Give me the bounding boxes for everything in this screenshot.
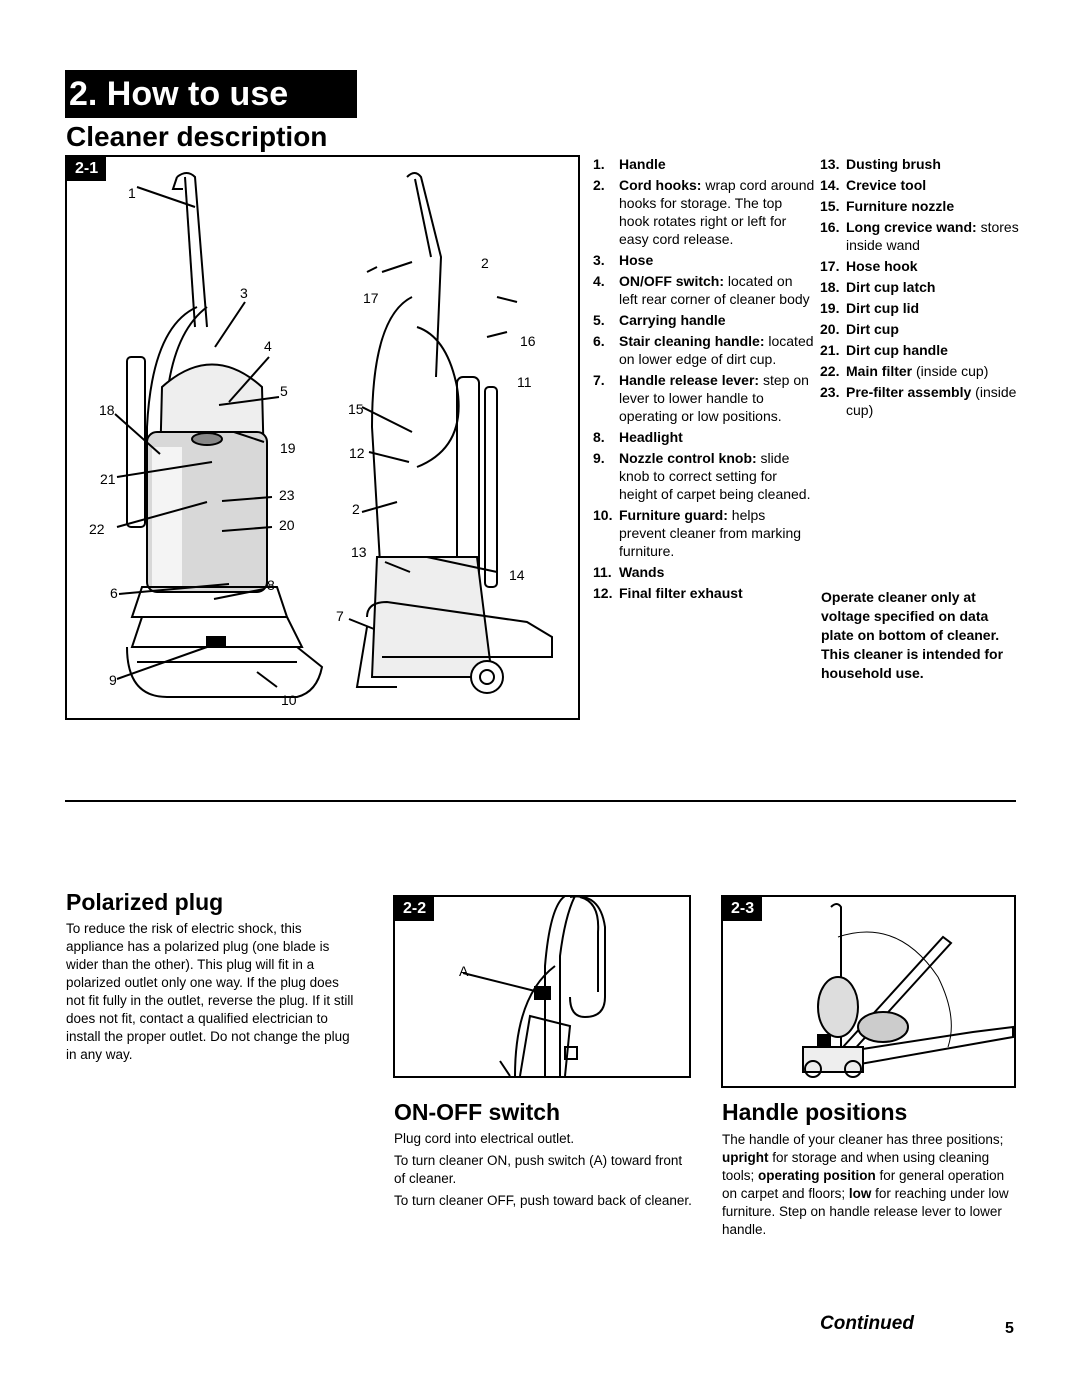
- part-item: 6.Stair cleaning handle: located on lowe…: [593, 333, 814, 367]
- callout-17: 17: [363, 290, 379, 306]
- callout-12: 12: [349, 445, 365, 461]
- operating-position-label: operating position: [758, 1168, 876, 1183]
- household-note: This cleaner is intended for household u…: [821, 646, 1004, 681]
- part-item: 7.Handle release lever: step on lever to…: [593, 372, 809, 424]
- section-title: 2. How to use: [65, 70, 357, 118]
- switch-illustration: [462, 897, 606, 1076]
- callout-23: 23: [279, 487, 295, 503]
- polarized-plug-body: To reduce the risk of electric shock, th…: [66, 920, 356, 1068]
- polarized-plug-title: Polarized plug: [66, 889, 224, 915]
- callout-7: 7: [336, 608, 344, 624]
- part-item: 19.Dirt cup lid: [820, 300, 920, 316]
- callout-8: 8: [267, 577, 275, 593]
- callout-3: 3: [240, 285, 248, 301]
- part-item: 16.Long crevice wand: stores inside wand: [820, 219, 1019, 253]
- part-item: 14.Crevice tool: [820, 177, 927, 193]
- figure-2-3: 2-3: [721, 895, 1016, 1088]
- part-item: 1.Handle: [593, 156, 666, 172]
- callout-4: 4: [264, 338, 272, 354]
- part-item: 3.Hose: [593, 252, 654, 268]
- page-number: 5: [1005, 1320, 1014, 1337]
- part-item: 15.Furniture nozzle: [820, 198, 955, 214]
- part-item: 10.Furniture guard: helps prevent cleane…: [593, 507, 802, 559]
- cleaner-description-title: Cleaner description: [66, 121, 328, 152]
- part-item: 12.Final filter exhaust: [593, 585, 743, 601]
- part-item: 4.ON/OFF switch: located on left rear co…: [593, 273, 810, 307]
- part-item: 9.Nozzle control knob: slide knob to cor…: [593, 450, 811, 502]
- part-item: 5.Carrying handle: [593, 312, 726, 328]
- callout-a: A: [459, 963, 469, 979]
- figure-tag: 2-1: [67, 157, 107, 181]
- part-item: 2.Cord hooks: wrap cord around hooks for…: [593, 177, 815, 247]
- callout-1: 1: [128, 185, 136, 201]
- callout-18: 18: [99, 402, 115, 418]
- part-item: 17.Hose hook: [820, 258, 918, 274]
- part-item: 21.Dirt cup handle: [820, 342, 948, 358]
- voltage-note: Operate cleaner only at voltage specifie…: [821, 589, 1000, 643]
- part-item: 11.Wands: [593, 564, 665, 580]
- callout-15: 15: [348, 401, 364, 417]
- on-off-switch-body: Plug cord into electrical outlet. To tur…: [394, 1130, 694, 1214]
- handle-positions-illustration: [802, 903, 1014, 1078]
- polarized-plug-text: To reduce the risk of electric shock, th…: [66, 921, 354, 1062]
- callout-10: 10: [281, 692, 297, 708]
- figure-tag: 2-2: [395, 897, 435, 921]
- callout-13: 13: [351, 544, 367, 560]
- vacuum-illustration: [114, 172, 553, 698]
- on-off-text-1: Plug cord into electrical outlet.: [394, 1131, 575, 1146]
- callout-6: 6: [110, 585, 118, 601]
- callout-16: 16: [520, 333, 536, 349]
- callout-5: 5: [280, 383, 288, 399]
- handle-positions-text: The handle of your cleaner has three pos…: [722, 1132, 1009, 1237]
- callout-21: 21: [100, 471, 116, 487]
- callout-9: 9: [109, 672, 117, 688]
- callout-14: 14: [509, 567, 525, 583]
- handle-positions-body: The handle of your cleaner has three pos…: [722, 1131, 1012, 1243]
- on-off-text-3: To turn cleaner OFF, push toward back of…: [394, 1193, 692, 1208]
- section-divider: [65, 800, 1016, 802]
- part-item: 8.Headlight: [593, 429, 683, 445]
- handle-positions-title: Handle positions: [722, 1099, 908, 1125]
- safety-notes: Operate cleaner only at voltage specifie…: [821, 588, 1021, 683]
- callout-20: 20: [279, 517, 295, 533]
- callout-11: 11: [517, 374, 532, 390]
- part-item: 18.Dirt cup latch: [820, 279, 936, 295]
- continued-label: Continued: [820, 1313, 914, 1334]
- part-item: 22.Main filter (inside cup): [820, 363, 989, 379]
- callout-2: 2: [481, 255, 489, 271]
- callout-2b: 2: [352, 501, 360, 517]
- figure-2-2: 2-2 A: [393, 895, 691, 1078]
- parts-list-left: 1.Handle 2.Cord hooks: wrap cord around …: [593, 155, 815, 605]
- upright-label: upright: [722, 1150, 769, 1165]
- callout-19: 19: [280, 440, 296, 456]
- on-off-switch-title: ON-OFF switch: [394, 1099, 561, 1125]
- on-off-text-2: To turn cleaner ON, push switch (A) towa…: [394, 1153, 683, 1186]
- callout-22: 22: [89, 521, 105, 537]
- low-label: low: [848, 1186, 872, 1201]
- part-item: 13.Dusting brush: [820, 156, 941, 172]
- parts-list-right: 13.Dusting brush 14.Crevice tool 15.Furn…: [820, 155, 1020, 422]
- part-item: 23.Pre-filter assembly (inside cup): [820, 384, 1017, 418]
- part-item: 20.Dirt cup: [820, 321, 899, 337]
- figure-tag: 2-3: [723, 897, 763, 921]
- figure-2-1: 2-1: [65, 155, 580, 720]
